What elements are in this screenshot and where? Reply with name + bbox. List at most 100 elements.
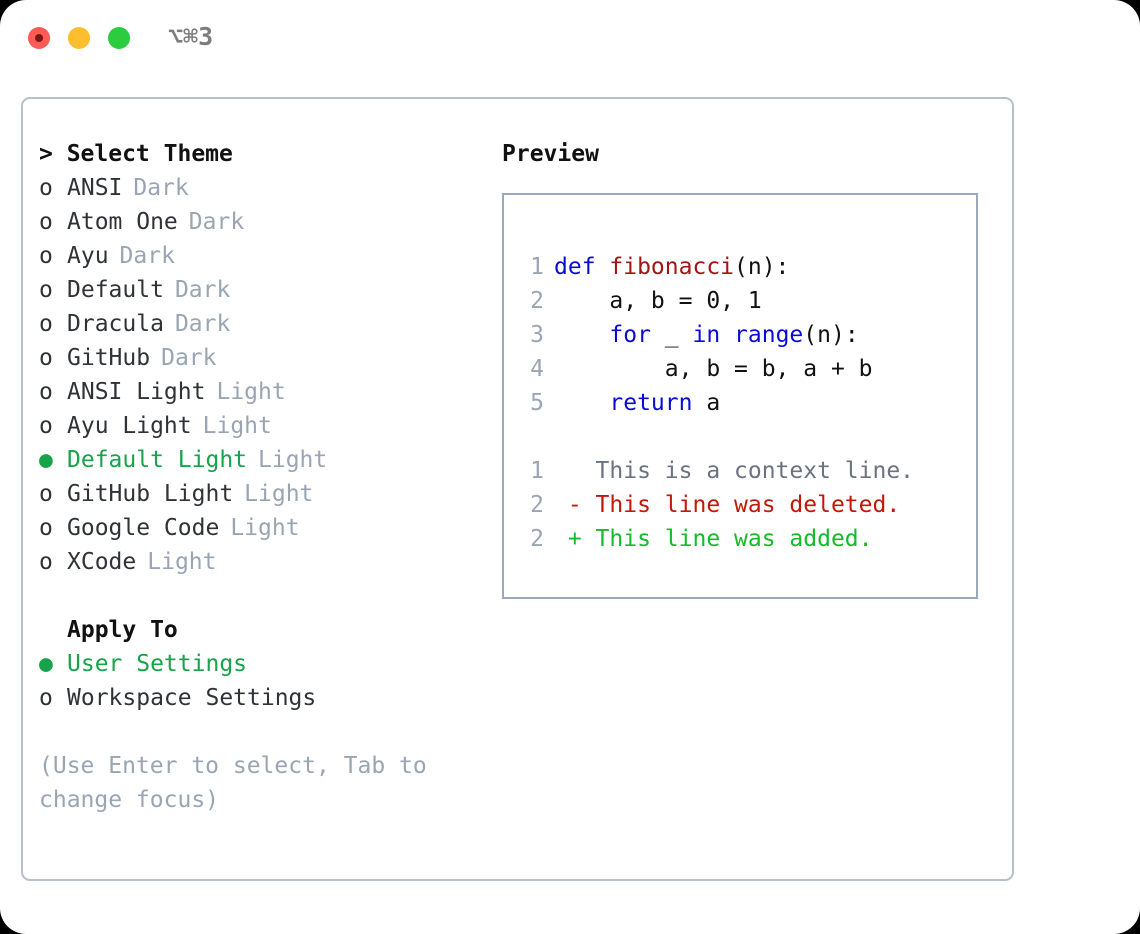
code-token: for <box>609 322 651 348</box>
theme-name: XCode <box>67 549 137 575</box>
code-line: 2 a, b = 0, 1 <box>522 284 976 318</box>
line-number: 4 <box>530 356 544 382</box>
keyboard-hint: (Use Enter to select, Tab to change focu… <box>39 753 427 813</box>
theme-list-item[interactable]: o ANSI Light Light <box>39 375 479 409</box>
diff-line: 2 + This line was added. <box>522 522 976 556</box>
code-token: range <box>734 322 804 348</box>
code-token <box>554 322 609 348</box>
keyboard-shortcut-label: ⌥⌘3 <box>168 22 214 51</box>
theme-list-item[interactable]: ● Default Light Light <box>39 443 479 477</box>
code-diff-spacer <box>522 420 976 454</box>
line-number: 2 <box>530 288 544 314</box>
theme-list-item[interactable]: o GitHub Dark <box>39 341 479 375</box>
code-token: in <box>692 322 721 348</box>
theme-name: ANSI Light <box>67 379 206 405</box>
theme-mode-badge: Dark <box>188 209 245 235</box>
theme-name: Dracula <box>67 311 164 337</box>
diff-line: 2 - This line was deleted. <box>522 488 976 522</box>
code-token: a, b = 0, 1 <box>554 288 762 314</box>
line-number: 5 <box>530 390 544 416</box>
radio-unselected-icon[interactable]: o <box>39 243 53 269</box>
apply-to-list: ● User Settings o Workspace Settings <box>39 647 479 715</box>
radio-unselected-icon[interactable]: o <box>39 379 53 405</box>
diff-text: + This line was added. <box>554 526 873 552</box>
theme-name: GitHub <box>67 345 151 371</box>
theme-name: Default <box>67 277 164 303</box>
apply-to-label: Workspace Settings <box>67 685 317 711</box>
code-token: (n): <box>734 254 790 280</box>
theme-list-item[interactable]: o Atom One Dark <box>39 205 479 239</box>
line-number: 3 <box>530 322 544 348</box>
radio-unselected-icon[interactable]: o <box>39 209 53 235</box>
code-line: 3 for _ in range(n): <box>522 318 976 352</box>
radio-unselected-icon[interactable]: o <box>39 549 53 575</box>
apply-to-item[interactable]: ● User Settings <box>39 647 479 681</box>
code-token: a, b = b, a + b <box>554 356 873 382</box>
line-number: 2 <box>530 492 544 518</box>
theme-name: Google Code <box>67 515 220 541</box>
radio-unselected-icon[interactable]: o <box>39 175 53 201</box>
theme-mode-badge: Light <box>202 413 272 439</box>
theme-list-item[interactable]: o ANSI Dark <box>39 171 479 205</box>
radio-unselected-icon[interactable]: o <box>39 345 53 371</box>
theme-mode-badge: Dark <box>133 175 189 201</box>
code-token: (n): <box>803 322 859 348</box>
theme-mode-badge: Light <box>230 515 300 541</box>
minimize-button[interactable] <box>68 27 90 49</box>
code-line: 4 a, b = b, a + b <box>522 352 976 386</box>
diff-text: This is a context line. <box>554 458 915 484</box>
theme-list-item[interactable]: o GitHub Light Light <box>39 477 479 511</box>
theme-name: Ayu <box>67 243 109 269</box>
theme-mode-badge: Light <box>216 379 286 405</box>
theme-mode-badge: Dark <box>161 345 217 371</box>
diff-sample: 1 This is a context line.2 - This line w… <box>522 454 976 556</box>
section-spacer <box>39 579 479 613</box>
theme-name: ANSI <box>67 175 123 201</box>
apply-to-header: Apply To <box>67 617 178 643</box>
theme-name: Atom One <box>67 209 178 235</box>
zoom-button[interactable] <box>108 27 130 49</box>
radio-unselected-icon[interactable]: o <box>39 413 53 439</box>
theme-name: GitHub Light <box>67 481 234 507</box>
theme-list-item[interactable]: o Google Code Light <box>39 511 479 545</box>
theme-list-item[interactable]: o XCode Light <box>39 545 479 579</box>
close-button[interactable] <box>28 27 50 49</box>
line-number: 1 <box>530 254 544 280</box>
radio-unselected-icon[interactable]: o <box>39 515 53 541</box>
code-token: fibonacci <box>609 254 735 280</box>
theme-mode-badge: Light <box>258 447 328 473</box>
theme-mode-badge: Light <box>147 549 217 575</box>
diff-text: - This line was deleted. <box>554 492 901 518</box>
theme-list-item[interactable]: o Default Dark <box>39 273 479 307</box>
title-bar: ⌥⌘3 <box>0 0 1140 78</box>
line-number: 1 <box>530 458 544 484</box>
theme-mode-badge: Light <box>244 481 314 507</box>
radio-unselected-icon[interactable]: o <box>39 311 53 337</box>
radio-unselected-icon[interactable]: o <box>39 685 53 711</box>
diff-line: 1 This is a context line. <box>522 454 976 488</box>
code-token: a <box>692 390 721 416</box>
theme-mode-badge: Dark <box>174 311 231 337</box>
radio-unselected-icon[interactable]: o <box>39 481 53 507</box>
radio-selected-icon[interactable]: ● <box>39 651 53 677</box>
apply-to-item[interactable]: o Workspace Settings <box>39 681 479 715</box>
theme-list-item[interactable]: o Dracula Dark <box>39 307 479 341</box>
theme-mode-badge: Dark <box>174 277 231 303</box>
theme-name: Ayu Light <box>67 413 192 439</box>
code-token <box>720 322 734 348</box>
code-token <box>554 390 609 416</box>
theme-name: Default Light <box>67 447 248 473</box>
radio-selected-icon[interactable]: ● <box>39 447 53 473</box>
apply-to-label: User Settings <box>67 651 248 677</box>
theme-list-item[interactable]: o Ayu Light Light <box>39 409 479 443</box>
select-theme-header: > Select Theme <box>39 141 233 167</box>
radio-unselected-icon[interactable]: o <box>39 277 53 303</box>
